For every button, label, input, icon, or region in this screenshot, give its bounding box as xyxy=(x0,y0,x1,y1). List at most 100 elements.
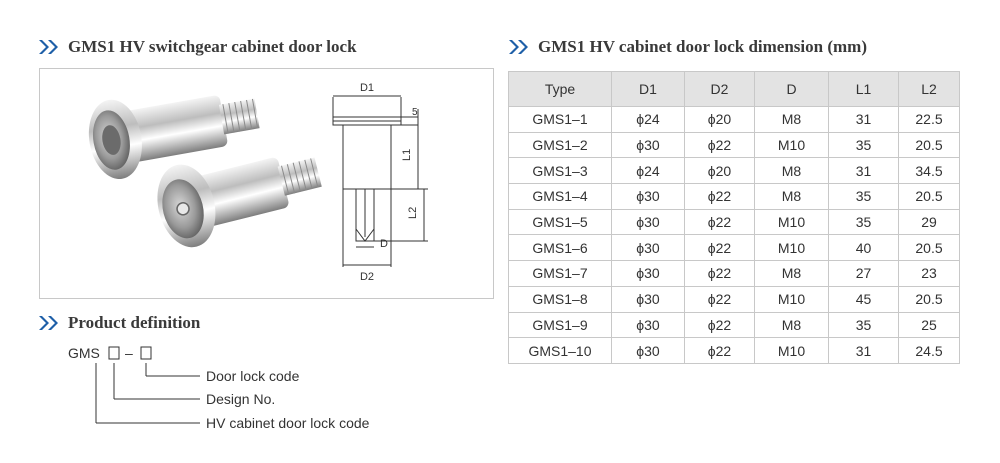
table-cell: 45 xyxy=(828,285,899,313)
table-cell: 25 xyxy=(898,311,960,339)
col-header-l2: L2 xyxy=(898,71,960,107)
product-section-title: GMS1 HV switchgear cabinet door lock xyxy=(38,37,357,57)
table-cell: ϕ22 xyxy=(684,234,755,262)
table-cell: ϕ30 xyxy=(611,183,685,210)
table-cell: 23 xyxy=(898,260,960,287)
table-cell: ϕ24 xyxy=(611,157,685,185)
table-cell: ϕ30 xyxy=(611,311,685,339)
table-cell: 22.5 xyxy=(898,106,960,133)
col-header-l1: L1 xyxy=(828,71,899,107)
table-cell: 31 xyxy=(828,106,899,133)
label-design-no: Design No. xyxy=(206,391,276,407)
table-cell: 31 xyxy=(828,157,899,185)
dim-l1-label: L1 xyxy=(401,149,413,161)
double-chevron-icon xyxy=(508,39,530,55)
table-cell: ϕ22 xyxy=(684,311,755,339)
table-cell: M8 xyxy=(754,311,829,339)
table-cell: ϕ30 xyxy=(611,260,685,287)
door-lock-photo: D1 5 L1 L2 D D2 xyxy=(88,82,428,283)
dim-l2-label: L2 xyxy=(407,207,419,219)
col-header-type: Type xyxy=(508,71,612,107)
table-cell: ϕ22 xyxy=(684,260,755,287)
table-cell: M8 xyxy=(754,260,829,287)
table-cell: 35 xyxy=(828,208,899,236)
col-header-d2: D2 xyxy=(684,71,755,107)
door-lock-code-box xyxy=(140,346,152,360)
table-cell: ϕ22 xyxy=(684,285,755,313)
table-cell: M8 xyxy=(754,106,829,133)
dimension-section-title: GMS1 HV cabinet door lock dimension (mm) xyxy=(508,37,867,57)
table-cell: M10 xyxy=(754,131,829,159)
table-cell: 34.5 xyxy=(898,157,960,185)
table-cell: 35 xyxy=(828,131,899,159)
product-illustration-panel: D1 5 L1 L2 D D2 xyxy=(39,68,494,299)
table-cell: M8 xyxy=(754,183,829,210)
definition-title-text: Product definition xyxy=(68,313,201,332)
table-cell: ϕ20 xyxy=(684,157,755,185)
design-no-box xyxy=(108,346,120,360)
table-cell: GMS1–4 xyxy=(508,183,612,210)
table-cell: M10 xyxy=(754,285,829,313)
table-cell: GMS1–9 xyxy=(508,311,612,339)
code-separator: – xyxy=(125,345,133,361)
table-cell: GMS1–2 xyxy=(508,131,612,159)
table-cell: GMS1–8 xyxy=(508,285,612,313)
table-cell: GMS1–5 xyxy=(508,208,612,236)
label-door-lock-code: Door lock code xyxy=(206,368,300,384)
table-cell: ϕ30 xyxy=(611,337,685,364)
table-cell: M10 xyxy=(754,208,829,236)
dim-d1-label: D1 xyxy=(360,82,374,94)
table-cell: M10 xyxy=(754,337,829,364)
table-cell: ϕ22 xyxy=(684,183,755,210)
table-cell: GMS1–10 xyxy=(508,337,612,364)
table-cell: GMS1–3 xyxy=(508,157,612,185)
product-definition-diagram: GMS – Door lock code Design No. HV cabin… xyxy=(68,345,468,455)
table-cell: ϕ22 xyxy=(684,131,755,159)
table-cell: ϕ20 xyxy=(684,106,755,133)
table-cell: 24.5 xyxy=(898,337,960,364)
table-cell: 35 xyxy=(828,183,899,210)
table-cell: 40 xyxy=(828,234,899,262)
dim-5-label: 5 xyxy=(412,107,418,118)
product-title-text: GMS1 HV switchgear cabinet door lock xyxy=(68,37,357,56)
col-header-d1: D1 xyxy=(611,71,685,107)
table-cell: GMS1–6 xyxy=(508,234,612,262)
definition-section-title: Product definition xyxy=(38,313,200,333)
dim-d2-label: D2 xyxy=(360,271,374,283)
label-cabinet-lock-code: HV cabinet door lock code xyxy=(206,415,370,431)
table-cell: M8 xyxy=(754,157,829,185)
table-cell: 20.5 xyxy=(898,131,960,159)
table-cell: ϕ30 xyxy=(611,131,685,159)
table-cell: 27 xyxy=(828,260,899,287)
table-cell: GMS1–7 xyxy=(508,260,612,287)
table-cell: 20.5 xyxy=(898,183,960,210)
table-cell: 31 xyxy=(828,337,899,364)
table-cell: 20.5 xyxy=(898,234,960,262)
table-cell: ϕ24 xyxy=(611,106,685,133)
table-cell: M10 xyxy=(754,234,829,262)
table-cell: ϕ22 xyxy=(684,208,755,236)
definition-leader-lines xyxy=(95,346,200,424)
code-prefix: GMS xyxy=(68,345,100,361)
col-header-d: D xyxy=(754,71,829,107)
table-cell: 29 xyxy=(898,208,960,236)
double-chevron-icon xyxy=(38,315,60,331)
dim-d-label: D xyxy=(380,238,388,250)
table-cell: ϕ22 xyxy=(684,337,755,364)
technical-drawing xyxy=(332,95,428,267)
table-cell: ϕ30 xyxy=(611,285,685,313)
table-cell: 35 xyxy=(828,311,899,339)
table-cell: 20.5 xyxy=(898,285,960,313)
